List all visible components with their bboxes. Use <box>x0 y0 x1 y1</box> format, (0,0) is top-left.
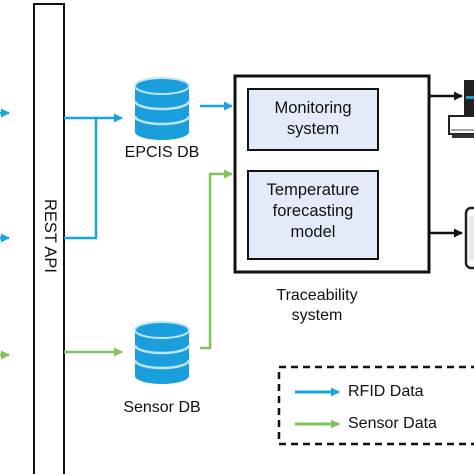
forecasting-model-box <box>247 170 379 260</box>
mobile-device-icon <box>464 206 474 270</box>
traceability-system-label: Traceability system <box>276 287 358 324</box>
sensor-db-label: Sensor DB <box>123 399 201 416</box>
forecasting-model-label: Temperature forecasting model <box>266 181 360 241</box>
legend-box <box>277 365 474 446</box>
sensor-db-icon <box>133 321 191 384</box>
monitoring-system-box <box>247 88 379 151</box>
epcis-db-icon <box>133 77 191 140</box>
monitoring-system-label: Monitoring system <box>274 99 352 138</box>
sensor-db-to-traceability-arrow <box>200 169 233 350</box>
rest-api-label: REST API <box>41 199 59 273</box>
rest-api-bar <box>33 3 65 474</box>
epcis-db-label: EPCIS DB <box>124 144 200 161</box>
legend-rfid-label: RFID Data <box>348 383 424 400</box>
workstation-icon <box>448 80 474 138</box>
rest-to-epcis-connector <box>64 118 98 240</box>
legend-sensor-label: Sensor Data <box>348 415 437 432</box>
